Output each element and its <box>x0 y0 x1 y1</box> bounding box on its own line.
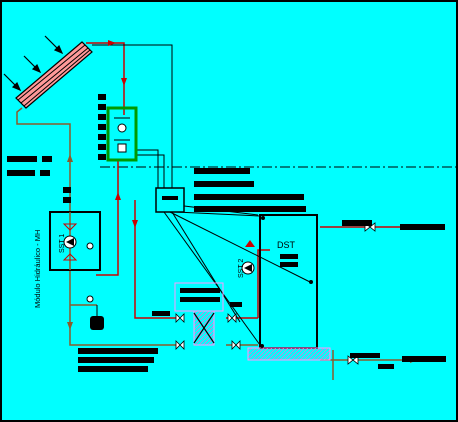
pump2-label: SST 2 <box>238 259 245 278</box>
hydraulic-module <box>49 211 101 271</box>
pump1-label: SST 1 <box>59 234 66 253</box>
tank-label: DST <box>277 240 296 250</box>
solar-collector <box>15 41 93 109</box>
valve-group <box>106 106 138 162</box>
heat-exchanger <box>174 282 224 346</box>
module-label: Módulo Hidráulico - MH <box>33 230 42 308</box>
redacted-labels <box>7 94 446 372</box>
hot-supply-lines <box>86 42 445 319</box>
storage-tank <box>241 214 331 361</box>
return-lines <box>16 107 445 380</box>
expansion-vessel <box>86 295 104 330</box>
sun-rays <box>3 35 64 92</box>
